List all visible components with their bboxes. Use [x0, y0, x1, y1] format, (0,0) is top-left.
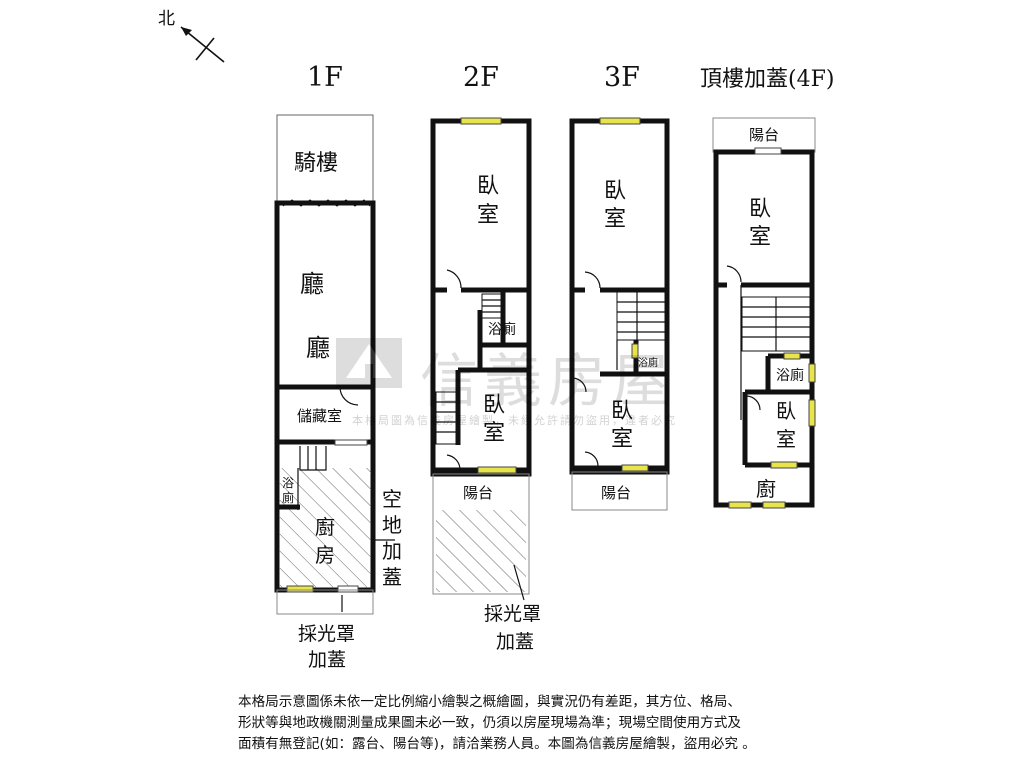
room-3f-bed-a2: 室	[604, 207, 626, 232]
floor-title-1f: 1F	[307, 62, 343, 93]
floor-2f: 臥 室 浴廁 臥 室 陽台 採光罩 加蓋	[430, 117, 541, 653]
room-4f-bed-a2: 室	[749, 225, 771, 250]
note-addition-2f: 加蓋	[496, 631, 534, 653]
floor-title-2f: 2F	[463, 62, 499, 93]
room-bath-a: 浴	[282, 476, 294, 490]
room-kitchen-a: 廚	[315, 515, 335, 539]
room-4f-kitchen: 廚	[756, 477, 776, 501]
room-3f-bed-b1: 臥	[611, 399, 633, 424]
room-2f-bed-a2: 室	[477, 203, 499, 228]
room-3f-bath: 浴廁	[638, 356, 658, 369]
room-bath-b: 廁	[282, 490, 294, 505]
room-4f-bath: 浴廁	[776, 367, 804, 384]
room-kitchen-b: 房	[315, 543, 335, 567]
disclaimer-line: 本格局示意圖係未依一定比例縮小繪製之概繪圖，與實況仍有差距，其方位、格局、	[238, 694, 741, 710]
room-3f-bed-a1: 臥	[604, 179, 626, 204]
room-storage: 儲藏室	[297, 407, 342, 425]
room-arcade: 騎樓	[294, 151, 338, 176]
room-2f-balcony: 陽台	[463, 484, 493, 502]
room-2f-bath: 浴廁	[488, 321, 516, 338]
floor-3f: 臥 室 浴廁 臥 室 陽台	[569, 117, 670, 511]
note-open-2: 地	[382, 513, 402, 537]
brand-logo-watermark	[336, 338, 402, 388]
note-open-1: 空	[382, 487, 402, 511]
room-4f-bed-b1: 臥	[776, 399, 796, 423]
floor-4f: 陽台 臥 室 浴廁 臥 室 廚	[712, 117, 816, 509]
room-living-2: 廳	[306, 334, 330, 362]
disclaimer: 本格局示意圖係未依一定比例縮小繪製之概繪圖，與實況仍有差距，其方位、格局、 形狀…	[238, 692, 878, 755]
note-skylight-1f: 採光罩	[298, 623, 355, 645]
north-label: 北	[158, 9, 175, 29]
note-addition-1f: 加蓋	[308, 649, 346, 671]
floor-title-4f: 頂樓加蓋(4F)	[700, 67, 834, 92]
disclaimer-line: 形狀等與地政機關測量成果圖未必一致，仍須以房屋現場為準；現場空間使用方式及	[238, 715, 741, 731]
room-2f-bed-b1: 臥	[483, 393, 505, 418]
north-arrow: 北	[158, 9, 225, 63]
brand-watermark: 信義房屋	[420, 347, 677, 415]
room-4f-bed-a1: 臥	[749, 197, 771, 222]
room-3f-bed-b2: 室	[611, 427, 633, 452]
disclaimer-line: 面積有無登記(如：露台、陽台等)，請洽業務人員。本圖為信義房屋繪製，盜用必究 。	[238, 736, 756, 752]
room-living-1: 廳	[300, 270, 324, 298]
room-4f-bed-b2: 室	[776, 427, 796, 451]
floor-1f: 騎樓 廳 廳 儲藏室 浴 廁 廚 房 空 地 加 蓋 採光罩 加蓋	[274, 114, 402, 671]
room-4f-balcony: 陽台	[749, 126, 779, 144]
room-2f-bed-b2: 室	[483, 421, 505, 446]
note-open-4: 蓋	[382, 565, 402, 589]
note-skylight-2f: 採光罩	[484, 603, 541, 625]
watermark-notice: 本格局圖為信義房屋繪製，未經允許請勿盜用，違者必究	[352, 414, 677, 427]
room-2f-bed-a1: 臥	[477, 174, 499, 199]
room-3f-balcony: 陽台	[601, 484, 631, 502]
floor-title-3f: 3F	[604, 62, 640, 93]
note-open-3: 加	[382, 539, 402, 563]
